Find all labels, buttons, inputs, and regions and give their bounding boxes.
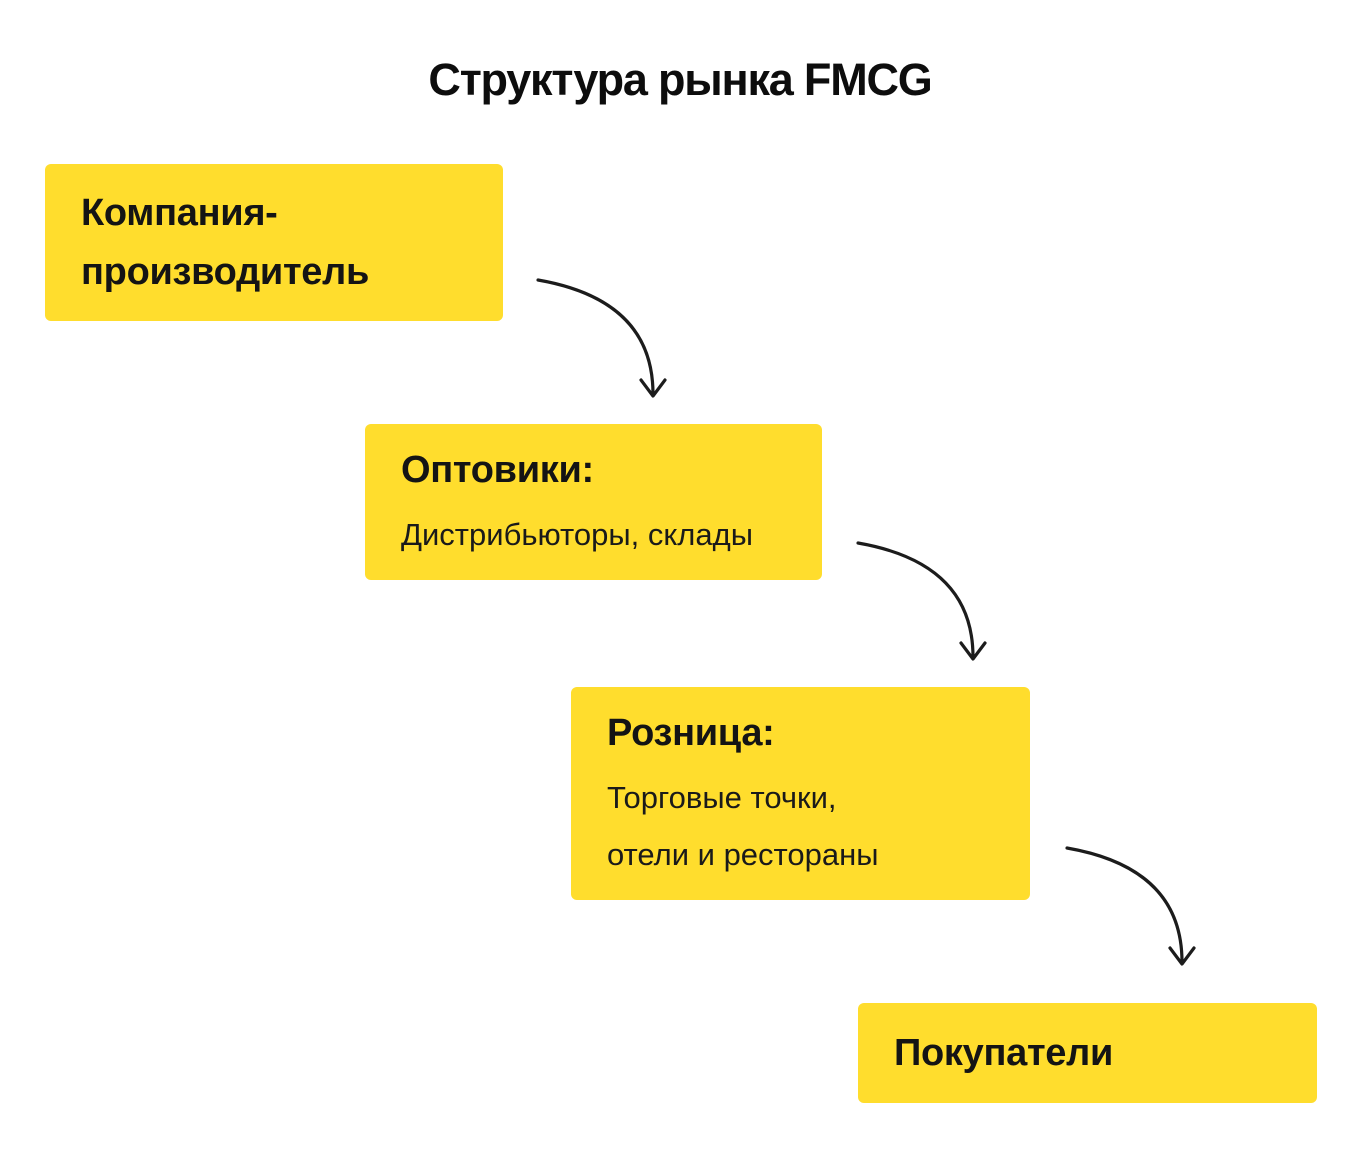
node-retail-label: Розница: [607, 711, 775, 754]
node-retail: Розница: Торговые точки, отели и рестора… [571, 687, 1030, 900]
node-company-manufacturer-label: Компания- производитель [81, 191, 370, 293]
node-wholesalers-description: Дистрибьюторы, склады [401, 516, 753, 552]
node-wholesalers: Оптовики: Дистрибьюторы, склады [365, 424, 822, 580]
flow-arrow-wholesalers-to-retail [856, 541, 987, 661]
node-buyers-label: Покупатели [894, 1031, 1114, 1074]
flow-arrow-retail-to-buyers [1065, 846, 1196, 966]
node-retail-description: Торговые точки, отели и рестораны [607, 779, 879, 872]
flow-arrow-manufacturer-to-wholesalers [536, 278, 667, 398]
diagram-title: Структура рынка FMCG [428, 54, 932, 105]
node-company-manufacturer: Компания- производитель [45, 164, 503, 321]
node-wholesalers-label: Оптовики: [401, 448, 594, 491]
node-buyers: Покупатели [858, 1003, 1317, 1103]
